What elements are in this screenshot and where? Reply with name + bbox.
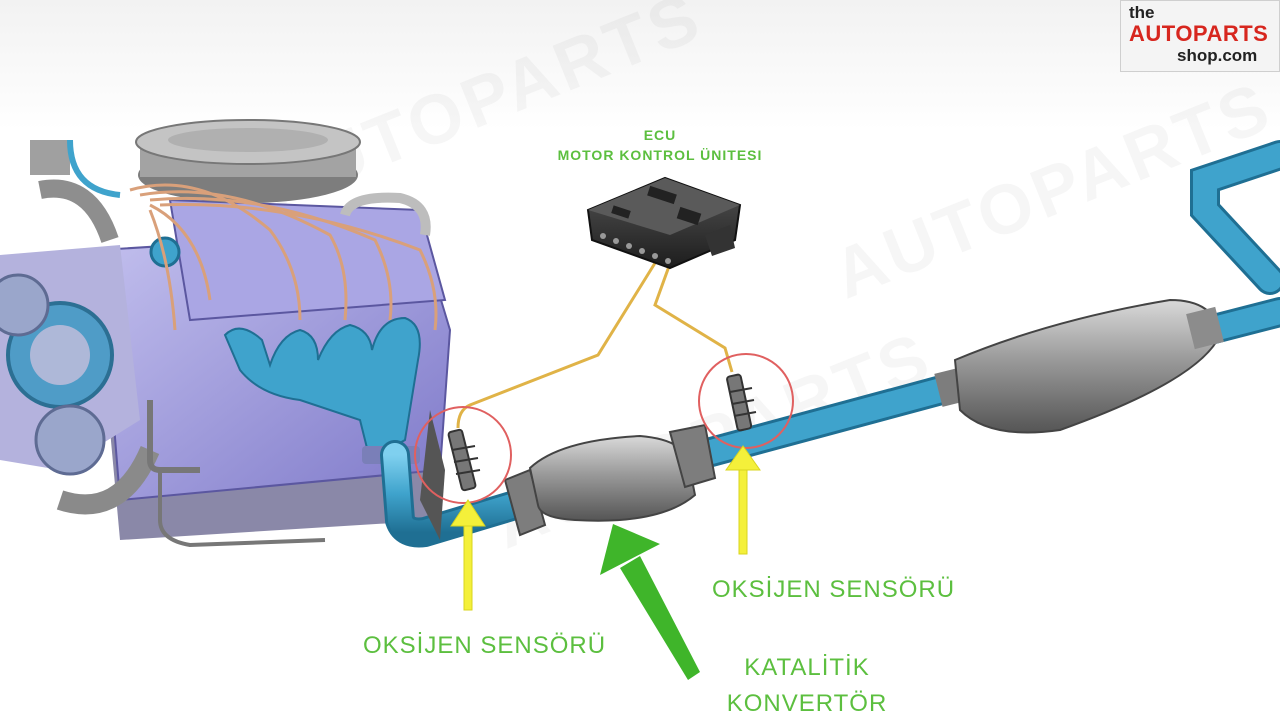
logo-text-the: the [1129,3,1155,22]
arrow-front-sensor [450,499,486,611]
ecu-label: ECU MOTOR KONTROL ÜNITESI [548,125,772,165]
oxygen-sensor-front [447,428,481,492]
muffler [934,298,1224,434]
autopartsshop-logo: the AUTOPARTS shop.com [1120,0,1280,72]
oxygen-sensor-rear [726,373,757,432]
oxygen-sensor-rear-label: OKSİJEN SENSÖRÜ [712,576,956,603]
logo-text-brand: AUTOPARTS [1129,21,1269,46]
arrow-rear-sensor [725,445,761,555]
ecu-title: ECU [643,127,677,143]
oxygen-sensor-front-label: OKSİJEN SENSÖRÜ [363,632,607,659]
heat-shield [420,410,445,540]
ecu-unit [586,176,742,270]
logo-text-domain: shop.com [1177,46,1258,65]
catalytic-converter [503,423,717,537]
catalytic-label-line2: KONVERTÖR [726,690,888,717]
catalytic-converter-label: KATALİTİK KONVERTÖR [722,650,892,722]
engine [0,119,452,548]
sensor-wires [456,254,734,429]
catalytic-label-line1: KATALİTİK [744,654,870,681]
highlight-circle-front [414,406,512,504]
exhaust-pipe [380,140,1280,548]
arrow-catalytic-converter [600,524,700,680]
ecu-subtitle: MOTOR KONTROL ÜNITESI [557,147,763,163]
highlight-circle-rear [698,353,794,449]
